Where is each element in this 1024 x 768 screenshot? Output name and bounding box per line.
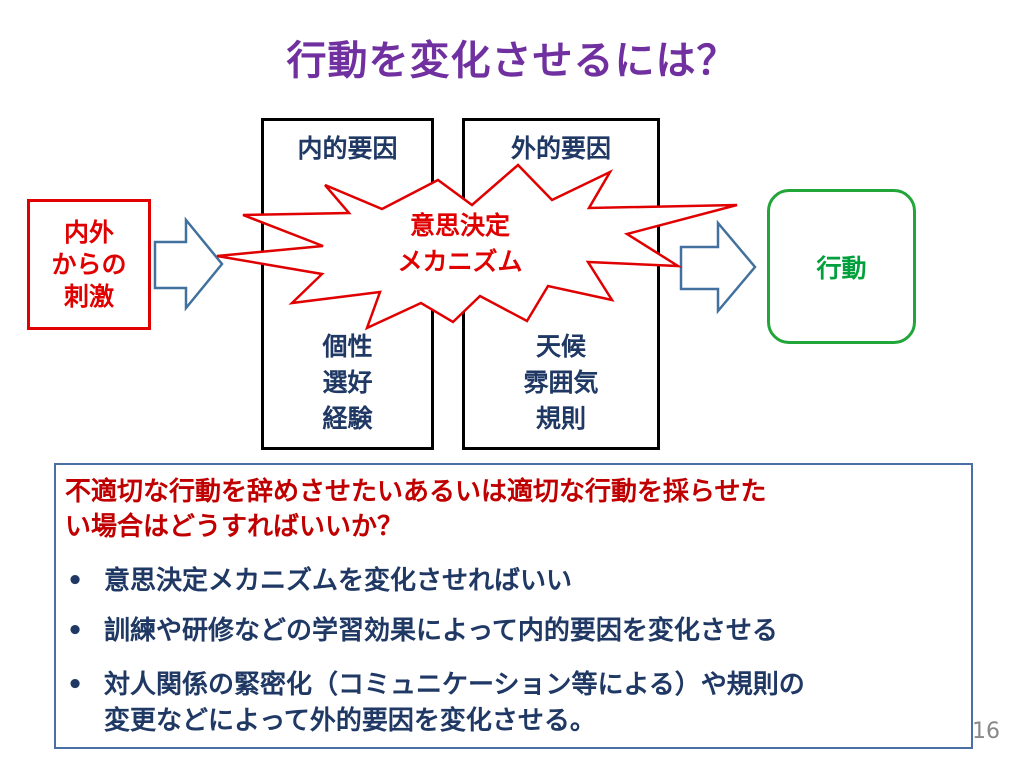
- decision-mechanism-line: メカニズム: [397, 247, 523, 276]
- notes-panel: 不適切な行動を辞めさせたいあるいは適切な行動を採らせた い場合はどうすればいいか…: [54, 463, 973, 749]
- stimulus-line: 刺激: [63, 281, 114, 311]
- external-factor-item: 規則: [535, 404, 586, 433]
- input-arrow-icon: [153, 216, 224, 312]
- stimulus-box: 内外 からの 刺激: [27, 199, 151, 330]
- bullet-text: 対人関係の緊密化（コミュニケーション等による）や規則の: [104, 670, 805, 700]
- external-factors-heading: 外的要因: [510, 134, 611, 163]
- bullet-text: 変更などによって外的要因を変化させる。: [104, 706, 596, 736]
- internal-factor-item: 経験: [322, 404, 373, 433]
- bullet-dot-icon: •: [66, 670, 84, 700]
- slide-title: 行動を変化させるには？: [286, 38, 738, 84]
- bullet-text: 訓練や研修などの学習効果によって内的要因を変化させる: [104, 616, 778, 646]
- external-factors-list: 天候 雰囲気 規則: [465, 329, 657, 437]
- output-arrow-icon: [679, 219, 757, 315]
- stimulus-line: からの: [51, 249, 127, 279]
- action-label: 行動: [816, 253, 867, 283]
- external-factor-item: 雰囲気: [523, 368, 599, 397]
- notes-question: 不適切な行動を辞めさせたいあるいは適切な行動を採らせた い場合はどうすればいいか…: [65, 475, 955, 545]
- bullet-text: 意思決定メカニズムを変化させればいい: [104, 566, 573, 596]
- bullet-dot-icon: •: [66, 566, 84, 596]
- decision-mechanism-label: 意思決定 メカニズム: [365, 208, 555, 280]
- internal-factor-item: 選好: [322, 368, 373, 397]
- action-box: 行動: [767, 189, 916, 344]
- internal-factor-item: 個性: [322, 332, 373, 361]
- stimulus-line: 内外: [63, 217, 114, 247]
- external-factors-box: 外的要因 天候 雰囲気 規則: [462, 118, 660, 450]
- mechanism-burst-icon: [216, 163, 738, 331]
- notes-question-line: 不適切な行動を辞めさせたいあるいは適切な行動を採らせた: [65, 477, 767, 507]
- notes-question-line: い場合はどうすればいいか？: [65, 512, 404, 542]
- internal-factors-heading: 内的要因: [297, 134, 398, 163]
- bullet-dot-icon: •: [66, 616, 84, 646]
- page-number: 16: [972, 719, 1000, 744]
- external-factor-item: 天候: [535, 332, 586, 361]
- decision-mechanism-line: 意思決定: [409, 211, 510, 240]
- internal-factors-list: 個性 選好 経験: [264, 329, 431, 437]
